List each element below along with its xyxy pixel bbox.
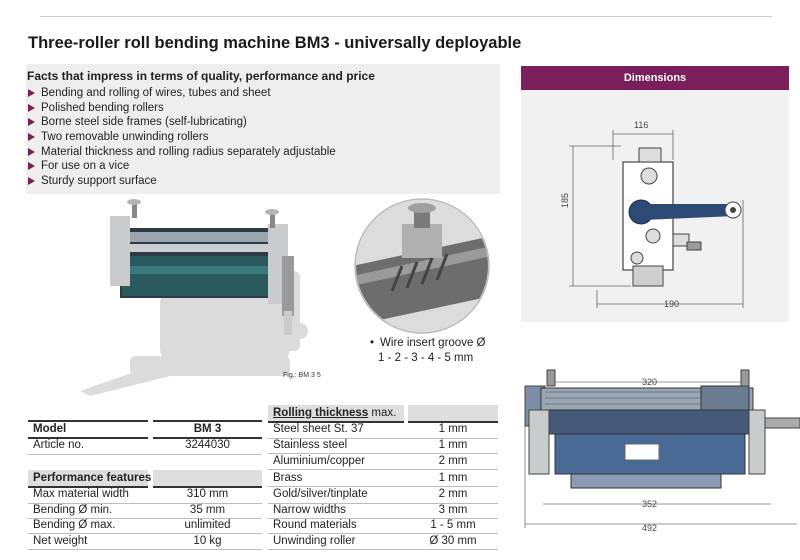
machine-on-vice-image	[80, 199, 308, 396]
table-row: Brass	[273, 472, 303, 484]
list-item: Material thickness and rolling radius se…	[28, 144, 336, 159]
list-item: Borne steel side frames (self-lubricatin…	[28, 115, 336, 130]
groove-caption: •Wire insert groove Ø 1 - 2 - 3 - 4 - 5 …	[370, 337, 486, 364]
triangle-bullet-icon	[28, 118, 35, 127]
dim-front-total: 492	[642, 523, 658, 533]
side-view-drawing	[569, 130, 744, 308]
table-row: Gold/silver/tinplate	[273, 488, 368, 500]
model-label: Model	[33, 423, 67, 435]
list-item: Sturdy support surface	[28, 174, 336, 189]
dim-front-top: 320	[642, 377, 658, 387]
table-row: Aluminium/copper	[273, 455, 366, 467]
table-row: Steel sheet St. 37	[273, 423, 364, 435]
table-row: Bending Ø max.	[33, 519, 116, 531]
triangle-bullet-icon	[28, 103, 35, 112]
article-value: 3244030	[185, 439, 230, 451]
triangle-bullet-icon	[28, 147, 35, 156]
table-row: Round materials	[273, 519, 357, 531]
figure-label: Fig.: BM 3 5	[283, 372, 321, 379]
table-row: Net weight	[33, 535, 88, 547]
dim-side-height: 185	[560, 192, 570, 208]
list-item: Polished bending rollers	[28, 101, 336, 116]
triangle-bullet-icon	[28, 176, 35, 185]
dimensions-header: Dimensions	[521, 66, 789, 90]
groove-detail-image	[354, 198, 490, 334]
table-row: Bending Ø min.	[33, 504, 113, 516]
dim-side-depth: 190	[664, 299, 680, 309]
list-item: Two removable unwinding rollers	[28, 130, 336, 145]
dim-side-width: 116	[634, 120, 649, 130]
table-row: Max material width	[33, 488, 129, 500]
table-row: Stainless steel	[273, 439, 348, 451]
table-row: Narrow widths	[273, 504, 346, 516]
model-value: BM 3	[193, 423, 222, 435]
facts-heading: Facts that impress in terms of quality, …	[27, 69, 375, 83]
features-heading: Performance features	[33, 472, 152, 484]
triangle-bullet-icon	[28, 133, 35, 142]
list-item: For use on a vice	[28, 159, 336, 174]
list-item: Bending and rolling of wires, tubes and …	[28, 86, 336, 101]
top-divider	[40, 16, 772, 17]
rolling-heading: Rolling thickness max.	[273, 407, 397, 419]
triangle-bullet-icon	[28, 162, 35, 171]
facts-panel	[26, 64, 500, 194]
page-title: Three-roller roll bending machine BM3 - …	[28, 34, 522, 52]
article-label: Article no.	[33, 439, 85, 451]
facts-list: Bending and rolling of wires, tubes and …	[28, 86, 336, 188]
front-view-drawing	[524, 369, 800, 528]
table-row: Unwinding roller	[273, 535, 356, 547]
triangle-bullet-icon	[28, 89, 35, 98]
dim-front-mid: 352	[642, 499, 658, 509]
